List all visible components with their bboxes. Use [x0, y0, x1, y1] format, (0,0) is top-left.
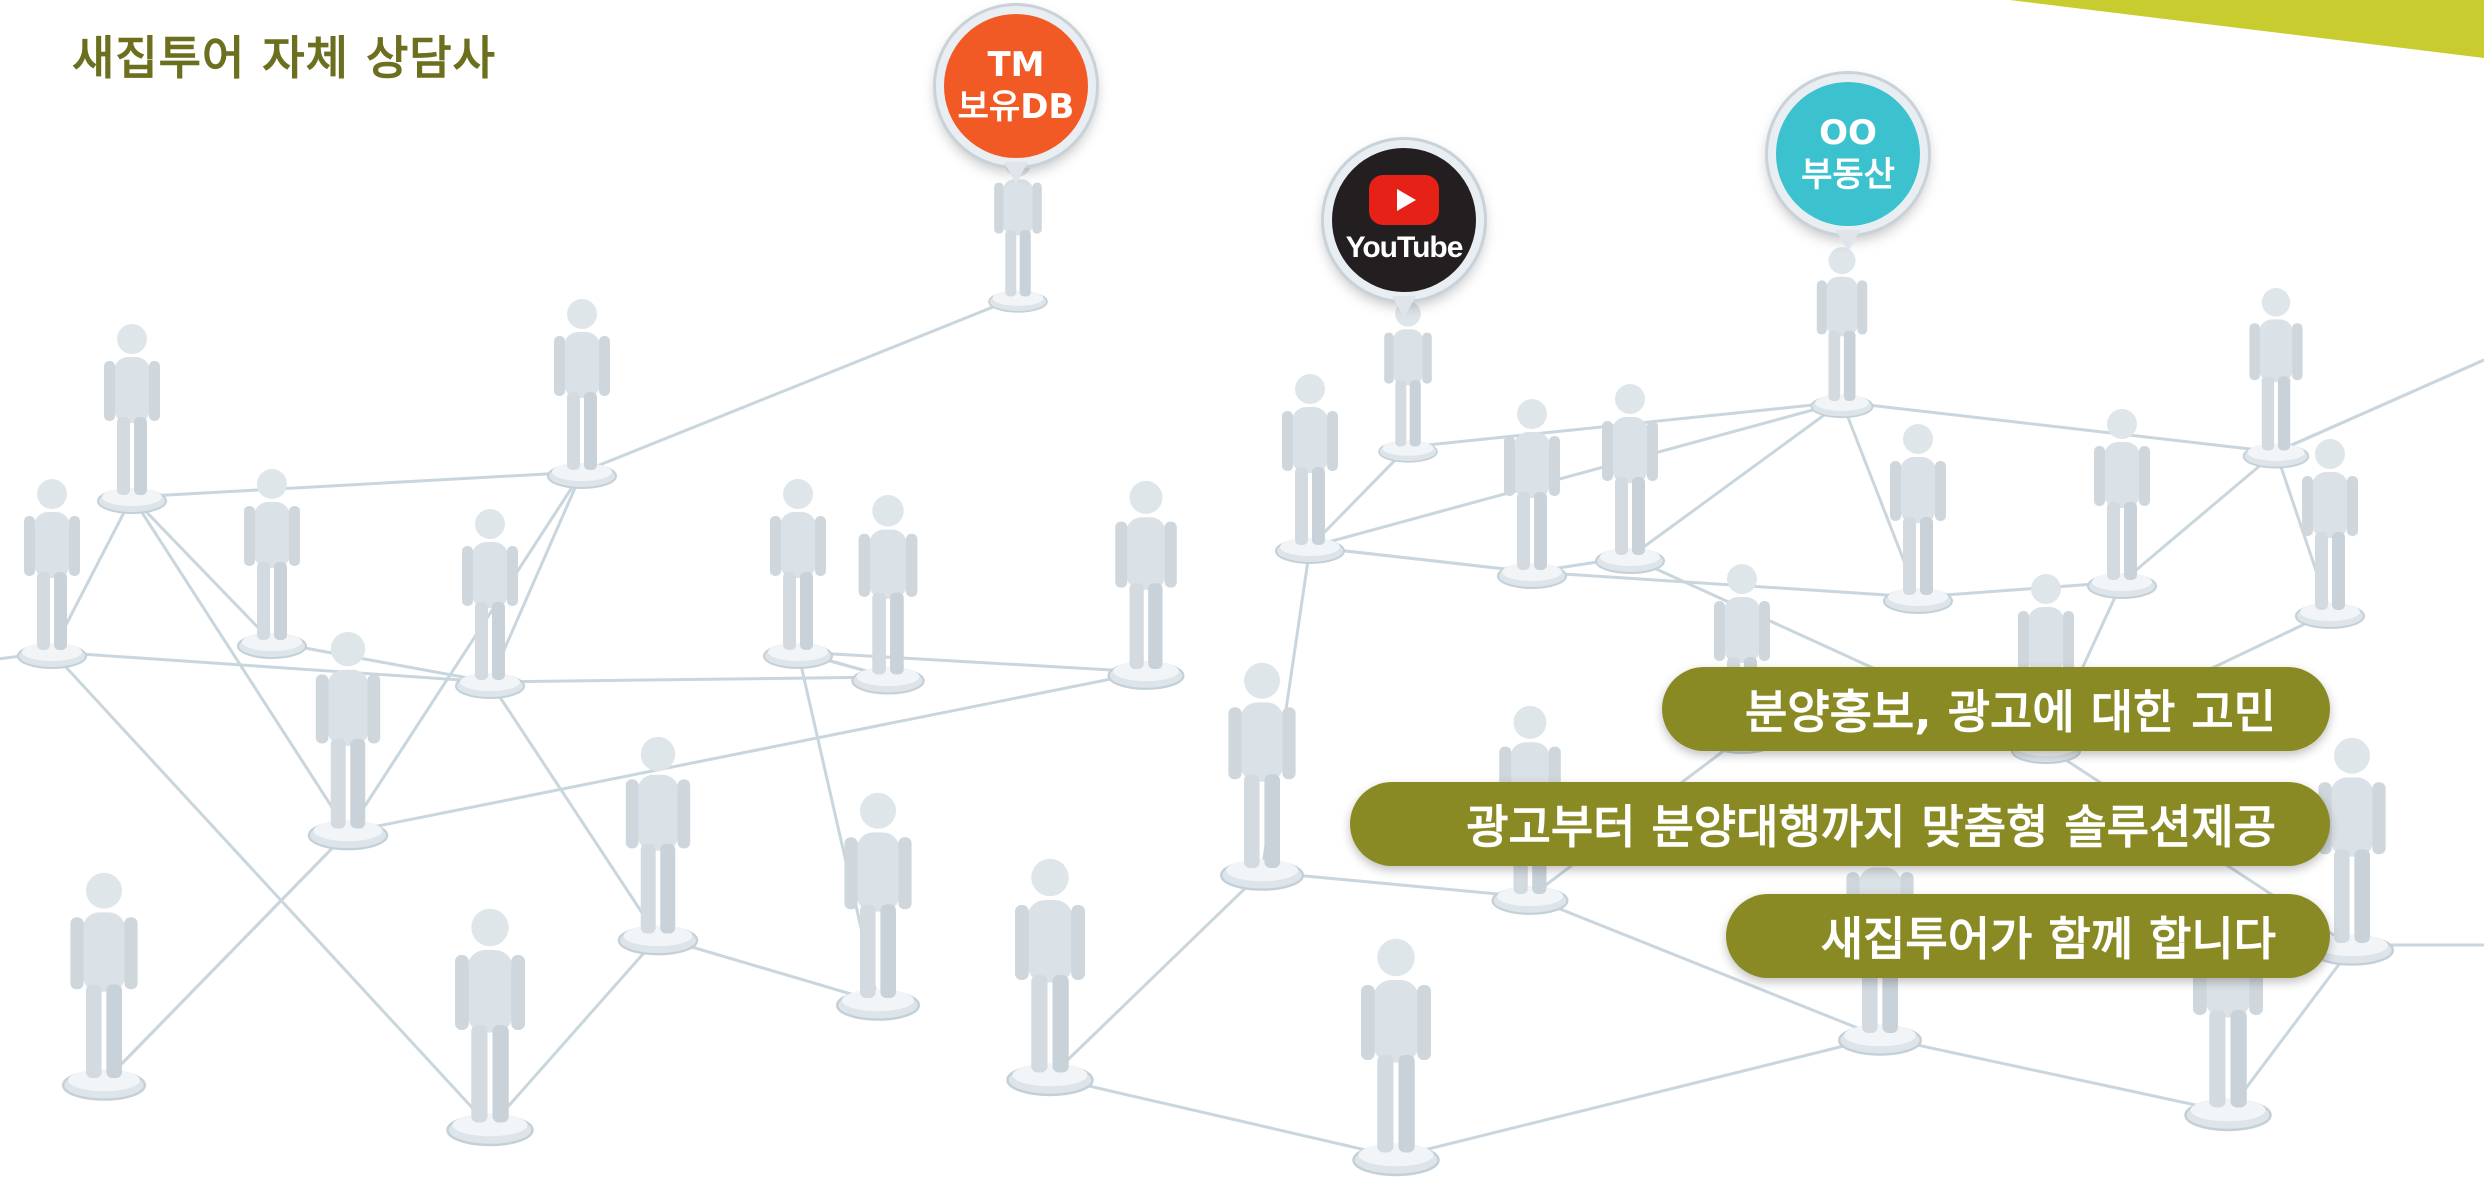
person-figure — [851, 494, 925, 695]
corner-accent — [2010, 0, 2484, 58]
tagline-pill-1: 분양홍보, 광고에 대한 고민 — [1662, 667, 2330, 751]
person-figure — [547, 299, 617, 489]
network-edge — [488, 471, 584, 683]
person-figure — [1006, 858, 1094, 1097]
person-figure — [617, 736, 699, 956]
network-edge — [797, 650, 1147, 674]
network-edge — [657, 935, 879, 1004]
person-figure — [835, 792, 921, 1021]
network-edge — [102, 830, 350, 1084]
tagline-pill-2: 광고부터 분양대행까지 맞춤형 솔루션제공 — [1350, 782, 2330, 866]
network-edge — [50, 650, 492, 1129]
tagline-text-2: 광고부터 분양대행까지 맞춤형 솔루션제공 — [1466, 800, 2276, 854]
person-figure — [97, 324, 167, 514]
person-figure — [455, 509, 525, 699]
person-figure — [17, 479, 87, 669]
network-edge — [1309, 545, 1533, 574]
network-edge — [1261, 870, 1531, 899]
person-figure — [2295, 439, 2365, 629]
network-edge — [2226, 946, 2354, 1113]
person-figure — [307, 631, 389, 851]
person-figure — [1378, 301, 1438, 463]
network-edge — [271, 640, 491, 684]
person-figure — [763, 479, 833, 669]
network-edge — [1879, 1035, 2229, 1114]
tagline-pill-3: 새집투어가 함께 합니다 — [1726, 894, 2330, 978]
person-figure — [61, 872, 147, 1101]
network-edge — [346, 471, 584, 833]
real-estate-label: 부동산 — [1801, 155, 1895, 195]
network-people — [17, 151, 2395, 1177]
tm-label: TM — [987, 45, 1045, 85]
person-figure — [237, 469, 307, 659]
network-edge — [1308, 445, 1410, 549]
network-edge — [131, 470, 583, 499]
network-edge — [1395, 1035, 1881, 1159]
person-figure — [1352, 938, 1440, 1177]
network-edge — [1309, 400, 1843, 549]
database-label: 보유DB — [957, 87, 1075, 127]
network-edge — [347, 670, 1147, 834]
person-figure — [2309, 737, 2395, 966]
page-title: 새집투어 자체 상담사 — [72, 31, 496, 85]
person-figure — [1219, 662, 1305, 891]
youtube-play-icon — [1369, 175, 1439, 225]
network-edge — [2275, 358, 2484, 454]
network-edge — [1841, 400, 2277, 454]
network-edge — [488, 936, 660, 1128]
person-figure — [1883, 424, 1953, 614]
network-edge — [489, 675, 889, 684]
network-edge — [1629, 400, 1843, 559]
real-estate-bubble: OO 부동산 — [1768, 74, 1928, 252]
youtube-bubble: YouTube — [1324, 140, 1484, 318]
person-figure — [446, 908, 534, 1147]
network-edge — [581, 295, 1019, 474]
person-figure — [2087, 409, 2157, 599]
tagline-text-3: 새집투어가 함께 합니다 — [1820, 912, 2276, 966]
network-edge — [488, 681, 660, 938]
youtube-logo-text: YouTube — [1345, 231, 1464, 264]
network-edge — [1529, 895, 1881, 1039]
network-edge — [1048, 870, 1264, 1079]
person-figure — [1497, 399, 1567, 589]
network-edge — [2121, 450, 2277, 584]
tagline-text-1: 분양홍보, 광고에 대한 고민 — [1744, 685, 2276, 739]
network-edge — [1049, 1075, 1397, 1159]
real-estate-name: OO — [1819, 113, 1877, 153]
person-figure — [1595, 384, 1665, 574]
tm-database-bubble: TM 보유DB — [936, 6, 1096, 184]
network-edge — [130, 495, 274, 644]
person-figure — [2242, 288, 2310, 469]
network-edge — [1531, 570, 1919, 599]
person-figure — [1275, 374, 1345, 564]
person-figure — [1107, 480, 1185, 690]
person-figure — [1810, 247, 1874, 419]
network-edge — [51, 650, 491, 684]
